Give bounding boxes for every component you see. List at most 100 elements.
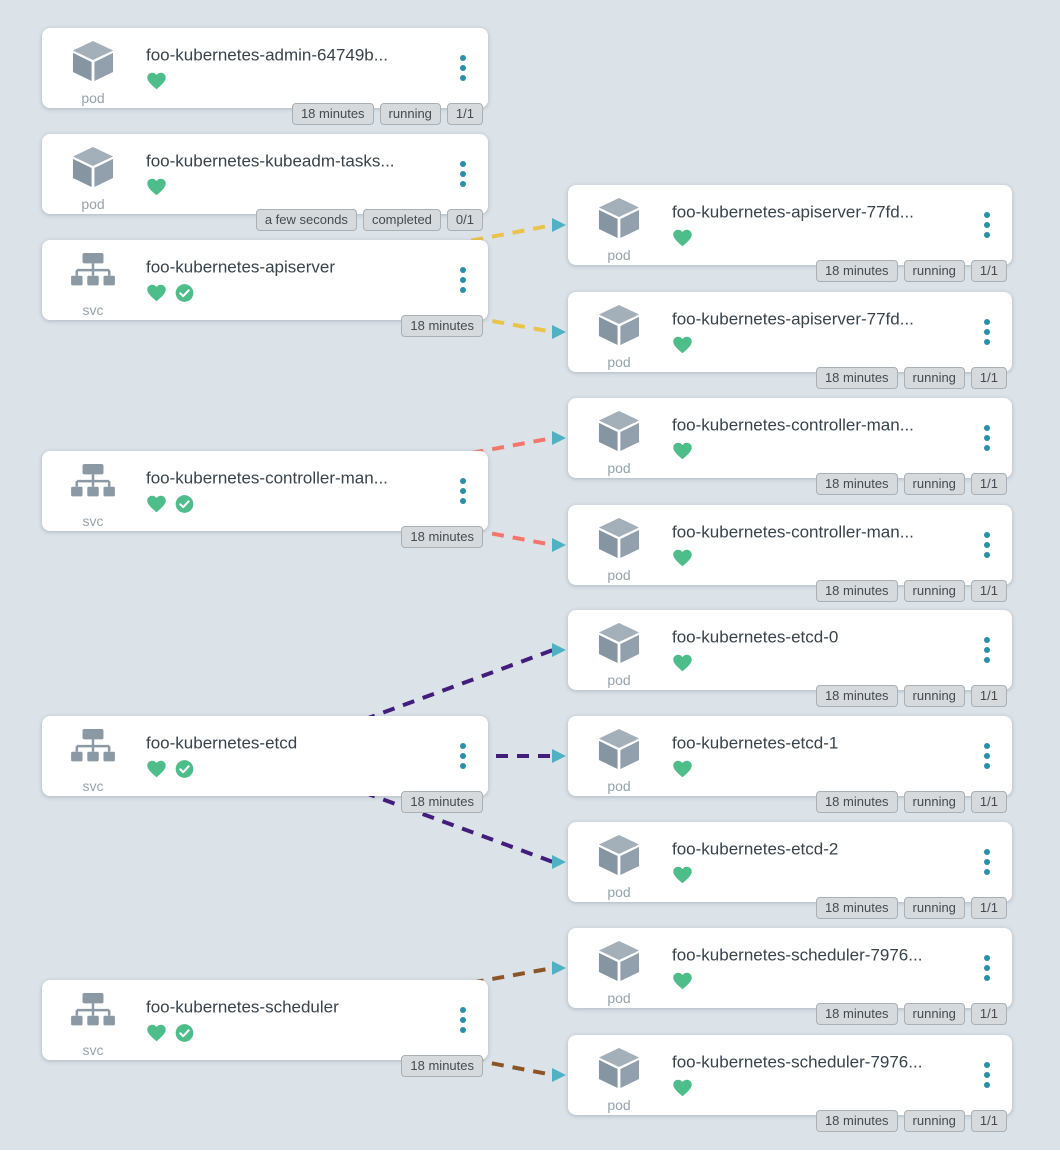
badge-age: 18 minutes xyxy=(815,580,898,602)
node-kind-label: svc xyxy=(82,302,104,318)
node-title: foo-kubernetes-controller-man... xyxy=(672,415,914,435)
health-heart-icon xyxy=(147,284,166,301)
kebab-menu-icon xyxy=(460,478,466,484)
node-menu-button[interactable] xyxy=(456,1004,470,1036)
kebab-menu-icon xyxy=(460,267,466,273)
node-content: foo-kubernetes-etcd xyxy=(146,734,442,779)
pod-cube-icon xyxy=(598,517,640,559)
node-menu-button[interactable] xyxy=(980,209,994,241)
badge-age: 18 minutes xyxy=(815,367,898,389)
svc-sitemap-icon xyxy=(71,463,115,497)
kebab-menu-icon xyxy=(984,319,990,325)
node-title: foo-kubernetes-apiserver xyxy=(146,257,335,277)
node-card-pod[interactable]: pod foo-kubernetes-kubeadm-tasks... a few … xyxy=(42,134,488,231)
node-kind-label: pod xyxy=(81,196,105,212)
node-menu-button[interactable] xyxy=(980,634,994,666)
node-health xyxy=(146,177,442,197)
node-content: foo-kubernetes-scheduler-7976... xyxy=(672,946,966,991)
ready-check-icon xyxy=(175,494,194,513)
node-menu-button[interactable] xyxy=(456,475,470,507)
health-heart-icon xyxy=(673,972,692,989)
node-health xyxy=(672,759,966,779)
edge-arrowhead-icon xyxy=(552,218,566,232)
pod-cube-icon xyxy=(598,197,640,239)
node-icon-block: pod xyxy=(568,610,670,690)
node-title: foo-kubernetes-admin-64749b... xyxy=(146,45,388,65)
node-menu-button[interactable] xyxy=(980,316,994,348)
node-menu-button[interactable] xyxy=(456,740,470,772)
node-icon-block: pod xyxy=(568,928,670,1008)
node-menu-button[interactable] xyxy=(980,846,994,878)
badge-status: running xyxy=(903,367,965,389)
svc-sitemap-icon xyxy=(71,252,115,286)
node-content: foo-kubernetes-apiserver xyxy=(146,258,442,303)
node-content: foo-kubernetes-controller-man... xyxy=(146,469,442,514)
node-kind-label: pod xyxy=(607,1097,631,1113)
node-icon-block: pod xyxy=(568,292,670,372)
pod-cube-icon xyxy=(598,940,640,982)
node-icon-block: svc xyxy=(42,240,144,320)
kebab-menu-icon xyxy=(460,55,466,61)
node-health xyxy=(672,1078,966,1098)
kebab-menu-icon xyxy=(984,743,990,749)
badge-status: running xyxy=(903,791,965,813)
node-content: foo-kubernetes-admin-64749b... xyxy=(146,46,442,91)
node-menu-button[interactable] xyxy=(980,740,994,772)
node-title: foo-kubernetes-etcd-1 xyxy=(672,733,839,753)
edge-arrowhead-icon xyxy=(552,961,566,975)
kebab-menu-icon xyxy=(984,849,990,855)
badge-ready-count: 1/1 xyxy=(970,685,1007,707)
node-menu-button[interactable] xyxy=(456,52,470,84)
badge-age: 18 minutes xyxy=(815,473,898,495)
node-badges: 18 minutes xyxy=(401,1055,483,1077)
node-card-svc[interactable]: svc foo-kubernetes-apiserver 18 minutes xyxy=(42,240,488,337)
badge-status: running xyxy=(903,897,965,919)
badge-status: running xyxy=(903,685,965,707)
node-health xyxy=(146,494,442,514)
pod-cube-icon xyxy=(72,40,114,82)
node-menu-button[interactable] xyxy=(980,529,994,561)
node-kind-label: pod xyxy=(607,460,631,476)
node-title: foo-kubernetes-scheduler-7976... xyxy=(672,1052,923,1072)
badge-age: 18 minutes xyxy=(401,315,483,337)
badge-age: 18 minutes xyxy=(401,1055,483,1077)
node-title: foo-kubernetes-etcd-2 xyxy=(672,839,839,859)
node-kind-label: pod xyxy=(607,672,631,688)
node-content: foo-kubernetes-kubeadm-tasks... xyxy=(146,152,442,197)
node-menu-button[interactable] xyxy=(456,158,470,190)
health-heart-icon xyxy=(673,760,692,777)
badge-age: 18 minutes xyxy=(815,1003,898,1025)
node-title: foo-kubernetes-etcd xyxy=(146,733,298,753)
node-menu-button[interactable] xyxy=(980,952,994,984)
pod-cube-icon xyxy=(598,728,640,770)
node-icon-block: svc xyxy=(42,980,144,1060)
edge-arrowhead-icon xyxy=(552,325,566,339)
node-menu-button[interactable] xyxy=(456,264,470,296)
node-menu-button[interactable] xyxy=(980,1059,994,1091)
health-heart-icon xyxy=(673,654,692,671)
node-kind-label: pod xyxy=(81,90,105,106)
node-menu-button[interactable] xyxy=(980,422,994,454)
node-content: foo-kubernetes-apiserver-77fd... xyxy=(672,203,966,248)
node-icon-block: pod xyxy=(568,398,670,478)
node-card-pod[interactable]: pod foo-kubernetes-controller-man... 18 mi… xyxy=(568,398,1012,495)
edge-arrowhead-icon xyxy=(552,431,566,445)
